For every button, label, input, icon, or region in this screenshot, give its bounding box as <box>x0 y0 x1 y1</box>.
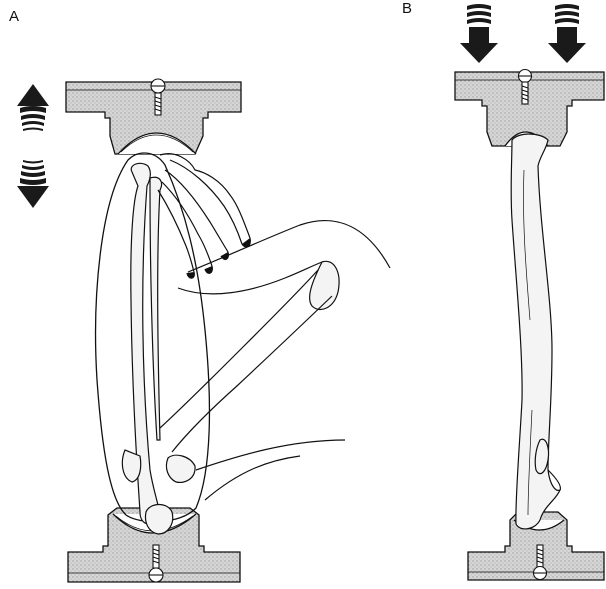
panel-b <box>455 4 604 580</box>
foot <box>158 154 250 278</box>
down-arrow-icon <box>460 4 498 63</box>
bent-bone <box>511 134 560 529</box>
down-arrow-icon <box>548 4 586 63</box>
animal-outline <box>160 221 390 500</box>
panel-a <box>17 79 390 582</box>
panel-label-b: B <box>402 1 412 16</box>
double-vertical-arrow-icon <box>17 84 49 208</box>
panel-label-a: A <box>9 9 19 24</box>
top-clamp <box>66 82 241 154</box>
